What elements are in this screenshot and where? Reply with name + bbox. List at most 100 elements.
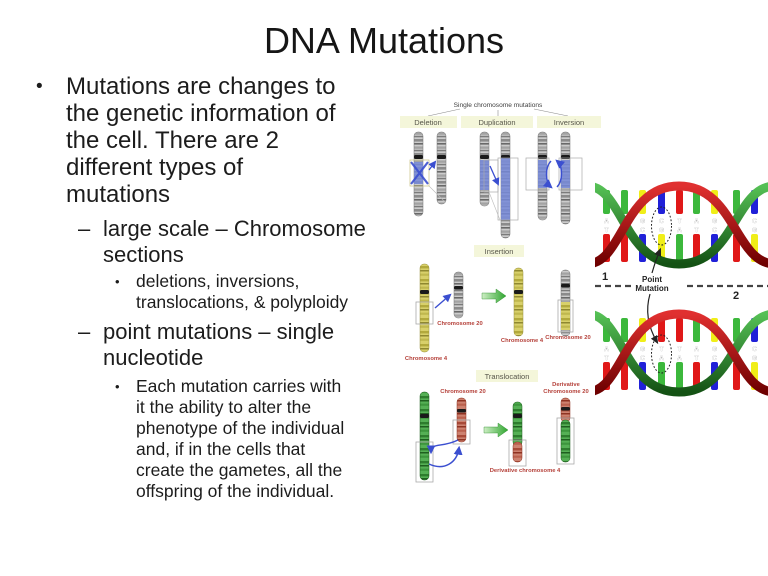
helix-1: AT AT GC CG TA AT GC AT CG [595,181,768,269]
dna-point-mutation-figure: AT AT GC CG TA AT GC AT CG 1 Point Mutat… [595,181,768,397]
arrow-to-helix2 [647,293,659,345]
green-strand-ribbon [595,310,768,397]
deletion-figure [409,131,447,217]
bullet-item: • deletions, inversions, translocations,… [115,271,408,313]
duplication-label-banner [461,116,533,128]
svg-text:T: T [605,355,609,362]
svg-text:T: T [678,218,682,225]
helix-2: AT AT GC TA TA AT GC AT CG [595,309,768,397]
result-arrow [481,288,507,304]
svg-text:T: T [678,346,682,353]
result-chromosome-20-label: Chromosome 20 [545,335,590,341]
bullet-marker: – [78,319,91,344]
green-strand-ribbon [595,182,768,269]
bullet-text: deletions, inversions, translocations, &… [136,271,349,312]
bullet-item: – large scale – Chromosome sections [78,216,408,268]
mutation-site-circle [651,206,672,246]
deletion-x-mark [410,161,429,185]
insertion-figure: Insertion Chromosome 20 Chromosome 4 Chr… [405,245,591,362]
centromere [420,290,429,294]
svg-text:A: A [659,355,664,362]
bullet-text: point mutations – single nucleotide [103,319,335,370]
bullet-item: • Each mutation carries with it the abil… [115,376,408,502]
bullet-marker: – [78,216,91,241]
bullet-marker: • [36,76,43,97]
centromere [454,286,463,290]
svg-text:C: C [712,227,717,234]
duplication-arrow [489,165,500,186]
translocation-figure: Translocation Chromosome 20 Derivative c… [415,370,589,483]
svg-text:T: T [695,227,699,234]
chromosome-4-label: Chromosome 4 [405,356,448,362]
svg-text:T: T [660,346,664,353]
inverted-segment [538,160,547,188]
arrow-to-helix1 [651,247,662,274]
bullet-text: Each mutation carries with it the abilit… [136,376,345,501]
chromosome-mutations-figure: Single chromosome mutations Deletion Dup… [400,102,601,483]
deletion-label-banner [400,116,457,128]
source-segment [480,160,489,190]
derivative-chromosome-4-label: Derivative chromosome 4 [490,468,561,474]
inserted-segment [561,302,570,330]
swap-arrow-a [426,439,459,455]
header-connector-lines [427,108,569,117]
centromere [414,155,423,159]
bullet-list: • Mutations are changes to the genetic i… [36,70,408,502]
svg-text:A: A [604,218,609,225]
stage-1-label: 1 [602,271,608,283]
bullet-text: large scale – Chromosome sections [103,216,366,267]
centromere [513,414,522,418]
centromere [538,155,547,159]
insertion-label: Insertion [485,247,514,256]
centromere [457,409,466,413]
deletion-arrow [428,160,437,171]
red-strand-ribbon [595,181,768,268]
deletion-label: Deletion [414,118,442,127]
bullet-text: Mutations are changes to the genetic inf… [66,73,336,208]
svg-text:T: T [605,227,609,234]
insertion-arrow [434,293,452,309]
swap-arrow-b [428,445,463,468]
insertion-label-banner [474,245,524,257]
svg-text:C: C [752,218,757,225]
svg-text:T: T [695,355,699,362]
result-chromosome-4-label: Chromosome 4 [501,338,544,344]
centromere [420,414,429,418]
single-chromosome-mutations-header: Single chromosome mutations Deletion Dup… [400,102,601,128]
svg-text:A: A [694,346,699,353]
result-arrow [483,422,509,438]
duplicated-segment [501,158,510,194]
svg-text:A: A [677,355,682,362]
bullet-marker: • [115,274,120,289]
inverted-segment [561,160,570,188]
point-mutation-label-line2: Mutation [635,284,668,293]
svg-text:C: C [640,227,645,234]
duplicated-segment [501,194,510,220]
duplication-label: Duplication [478,118,515,127]
svg-text:C: C [640,355,645,362]
centromere [561,407,570,411]
svg-text:A: A [604,346,609,353]
svg-text:C: C [712,355,717,362]
derivative-chromosome-20-label-line2: Chromosome 20 [543,389,588,395]
centromere [561,155,570,159]
page-title: DNA Mutations [263,20,505,61]
mutation-site-circle [651,334,672,374]
centromere [480,155,489,159]
svg-text:G: G [659,227,664,234]
bullet-item: • Mutations are changes to the genetic i… [36,73,408,208]
svg-text:C: C [659,218,664,225]
centromere [437,155,446,159]
svg-text:G: G [712,346,717,353]
inversion-figure [525,131,583,225]
translocation-label-banner [476,370,538,382]
chromosome-20-label: Chromosome 20 [440,389,485,395]
stage-2-label: 2 [733,290,739,302]
figure-header-label: Single chromosome mutations [454,102,543,109]
svg-text:G: G [640,346,645,353]
centromere [514,290,523,294]
bullet-item: – point mutations – single nucleotide [78,319,408,371]
svg-text:G: G [640,218,645,225]
inversion-label: Inversion [554,118,584,127]
